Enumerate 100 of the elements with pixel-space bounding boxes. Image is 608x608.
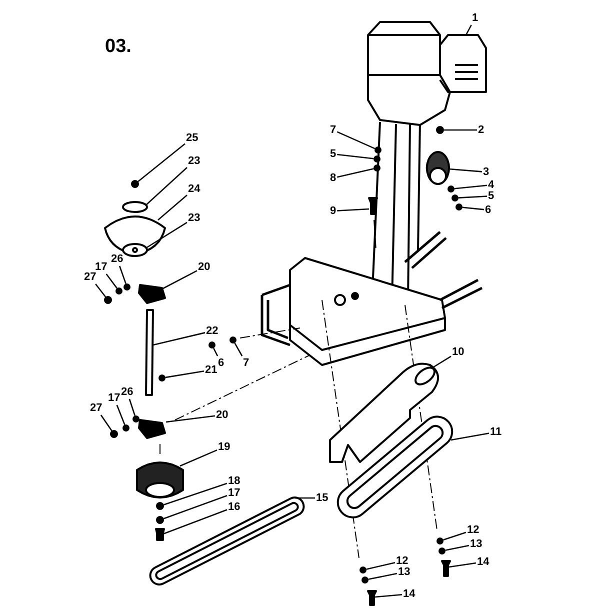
leader-line xyxy=(116,404,126,425)
nut-icon xyxy=(362,576,368,584)
leader-line xyxy=(448,562,476,568)
nut-icon xyxy=(132,416,140,422)
bolt-drawing xyxy=(367,590,377,606)
callout-number: 2 xyxy=(478,124,484,136)
callout-number: 1 xyxy=(472,12,478,24)
nut-icon xyxy=(116,288,122,294)
callout-number: 5 xyxy=(488,190,494,202)
leader-line xyxy=(336,131,376,150)
bracket-drawing xyxy=(138,284,166,304)
callout-number: 27 xyxy=(90,402,102,414)
callout-number: 19 xyxy=(218,441,230,453)
leader-line xyxy=(462,206,484,210)
leader-line xyxy=(444,129,477,131)
leader-line xyxy=(234,342,243,356)
nut-icon xyxy=(230,336,236,344)
leader-line xyxy=(164,482,228,506)
callout-number: 21 xyxy=(205,364,218,376)
leader-line xyxy=(448,168,482,172)
leader-line xyxy=(180,449,218,467)
page-title: 03. xyxy=(105,36,132,58)
callout-number: 25 xyxy=(186,132,198,144)
nut-icon xyxy=(448,186,454,192)
leader-line xyxy=(458,196,488,198)
leader-line xyxy=(450,432,490,441)
nut-icon xyxy=(436,126,444,134)
callout-number: 12 xyxy=(467,524,480,536)
leader-line xyxy=(128,398,136,416)
nut-icon xyxy=(131,180,139,188)
arm-drawing xyxy=(329,362,439,463)
leader-line xyxy=(337,208,370,212)
leader-line xyxy=(337,154,374,160)
callout-number: 16 xyxy=(228,501,240,513)
callout-number: 6 xyxy=(218,357,224,369)
callout-number: 20 xyxy=(198,261,210,273)
callout-number: 12 xyxy=(396,555,408,567)
callout-number: 18 xyxy=(228,475,240,487)
leader-line xyxy=(106,274,118,289)
leader-line xyxy=(165,370,204,378)
callout-number: 15 xyxy=(316,492,328,504)
washer-drawing xyxy=(122,243,148,257)
callout-number: 17 xyxy=(228,487,240,499)
leader-line xyxy=(166,415,216,423)
callout-number: 11 xyxy=(490,426,502,438)
washer-drawing xyxy=(122,201,148,213)
callout-number: 7 xyxy=(243,357,250,369)
callout-number: 7 xyxy=(330,124,336,136)
pulley-drawing xyxy=(136,462,184,498)
callout-number: 17 xyxy=(108,392,120,404)
callout-number: 17 xyxy=(95,261,108,273)
leader-line xyxy=(162,509,228,535)
leader-line xyxy=(158,194,188,220)
leader-line xyxy=(465,24,472,36)
callout-number: 14 xyxy=(477,556,490,568)
nut-icon xyxy=(208,342,216,348)
bracket-drawing xyxy=(138,419,166,439)
leader-line xyxy=(146,222,188,249)
leader-line xyxy=(336,168,374,178)
callout-number: 24 xyxy=(188,183,200,195)
leader-line xyxy=(118,266,126,284)
callout-number: 23 xyxy=(188,212,200,224)
callout-number: 27 xyxy=(84,271,96,283)
bolt-drawing xyxy=(368,197,378,215)
callout-number: 22 xyxy=(206,325,218,337)
leader-line xyxy=(138,143,186,182)
nut-icon xyxy=(360,566,366,574)
nut-icon xyxy=(374,146,382,154)
leader-line xyxy=(445,544,470,551)
leader-line xyxy=(164,494,228,520)
engine-drawing xyxy=(367,21,487,126)
nut-icon xyxy=(436,538,444,544)
nut-icon xyxy=(110,430,118,438)
pulley-drawing xyxy=(426,151,450,185)
leader-line xyxy=(368,572,398,580)
callout-number: 6 xyxy=(485,204,492,216)
leader-line xyxy=(162,270,198,290)
callout-number: 13 xyxy=(470,538,482,550)
leader-line xyxy=(152,332,206,346)
callout-number: 3 xyxy=(483,166,490,178)
belt-drawing xyxy=(149,496,305,586)
callout-number: 23 xyxy=(188,155,200,167)
bolt-drawing xyxy=(441,560,451,577)
callout-number: 8 xyxy=(330,172,336,184)
nut-icon xyxy=(158,374,166,382)
callout-number: 26 xyxy=(111,253,124,265)
nut-icon xyxy=(456,204,462,210)
rod-drawing xyxy=(145,309,154,396)
nut-icon xyxy=(374,164,380,172)
nut-icon xyxy=(452,194,458,202)
leader-line xyxy=(213,348,218,356)
leader-line xyxy=(374,594,402,598)
nut-icon xyxy=(438,548,446,554)
callout-number: 9 xyxy=(330,205,336,217)
callout-number: 14 xyxy=(403,588,416,600)
leader-line xyxy=(95,284,106,298)
leader-line xyxy=(432,356,452,369)
callout-number: 26 xyxy=(121,386,134,398)
leader-line xyxy=(295,497,315,499)
nut-icon xyxy=(374,156,380,162)
